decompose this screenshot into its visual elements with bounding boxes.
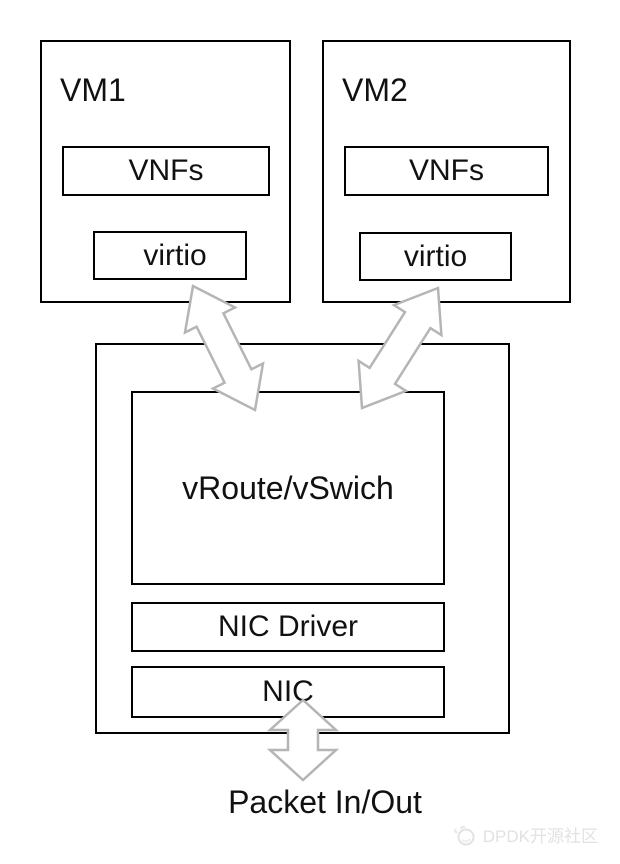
vm1-virtio-box: virtio [93, 231, 247, 280]
watermark-text: DPDK开源社区 [482, 826, 598, 846]
nic-label: NIC [262, 675, 314, 708]
dpdk-community-logo-icon [453, 825, 475, 846]
nic-driver-box: NIC Driver [131, 602, 445, 652]
vm1-virtio-label: virtio [143, 238, 207, 272]
host-box: vRoute/vSwich NIC Driver NIC [95, 343, 510, 734]
vm1-vnfs-box: VNFs [62, 146, 270, 196]
vm2-virtio-box: virtio [359, 232, 512, 281]
watermark: DPDK开源社区 [453, 823, 598, 849]
nic-driver-label: NIC Driver [218, 610, 358, 643]
vm1-box: VM1 VNFs virtio [40, 40, 291, 303]
vm1-title: VM1 [60, 72, 126, 108]
vm2-vnfs-label: VNFs [409, 154, 484, 187]
vm2-box: VM2 VNFs virtio [322, 40, 571, 303]
vm2-title: VM2 [342, 72, 408, 108]
vroute-vswitch-label: vRoute/vSwich [182, 470, 394, 506]
vm1-vnfs-label: VNFs [128, 154, 204, 187]
vm2-virtio-label: virtio [403, 239, 468, 273]
vroute-vswitch-box: vRoute/vSwich [131, 391, 445, 585]
packet-in-out-label: Packet In/Out [228, 784, 422, 820]
nic-box: NIC [131, 666, 445, 718]
vm2-vnfs-box: VNFs [344, 146, 549, 196]
